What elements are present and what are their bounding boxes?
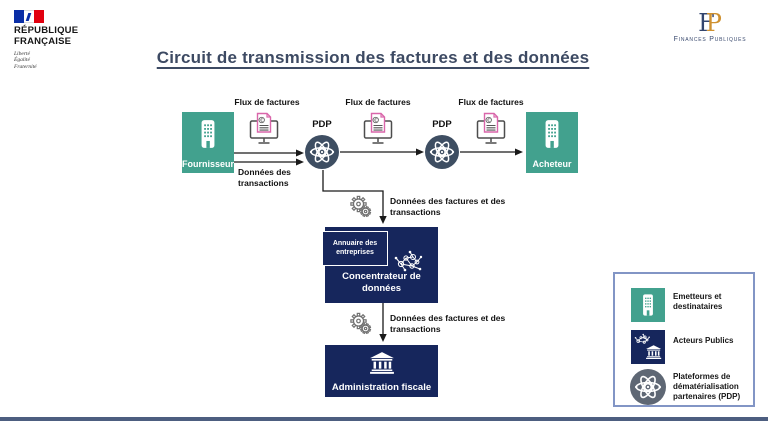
legend-acteurs-swatch (631, 330, 665, 364)
french-flag-icon (14, 10, 44, 23)
molecule-bank-icon (634, 333, 662, 359)
fp-monogram-icon: FP (664, 10, 756, 36)
invoice-monitor-icon: € (476, 112, 506, 146)
page-title: Circuit de transmission des factures et … (156, 48, 590, 67)
republique-francaise-logo: RÉPUBLIQUE FRANÇAISE Liberté Égalité Fra… (14, 10, 114, 70)
molecule-icon (394, 250, 423, 272)
donnees-factures-label-1: Données des factures et des transactions (390, 196, 506, 217)
building-icon (545, 120, 559, 148)
motto-egalite: Égalité (14, 57, 30, 64)
donnees-transactions-label: Données des transactions (238, 167, 291, 188)
invoice-monitor-icon: € (249, 112, 279, 146)
donnees-factures-label-2: Données des factures et des transactions (390, 313, 506, 334)
gears-icon (349, 195, 373, 219)
flux-factures-label-2: Flux de factures (345, 97, 411, 107)
invoice-monitor-icon: € (363, 112, 393, 146)
legend-pdp-label: Plateformes de dématérialisation partena… (673, 372, 741, 401)
legend-emetteurs-swatch (631, 288, 665, 322)
pdp-label-2: PDP (432, 119, 452, 130)
administration-label: Administration fiscale (331, 382, 432, 393)
flux-factures-label-1: Flux de factures (234, 97, 300, 107)
building-icon (643, 294, 653, 316)
fp-wordmark: Finances Publiques (673, 36, 747, 43)
legend-box: Emetteurs et destinataires (613, 272, 755, 407)
acheteur-label: Acheteur (532, 159, 572, 169)
building-icon (201, 120, 215, 148)
logo-motto: Liberté Égalité Fraternité (14, 51, 114, 70)
bank-icon (369, 352, 394, 374)
annuaire-entreprises-box: Annuaire des entreprises (322, 231, 388, 266)
fournisseur-box: Fournisseur (182, 112, 234, 173)
motto-liberte: Liberté (14, 51, 30, 57)
monogram-f: F (698, 9, 715, 37)
flux-factures-label-3: Flux de factures (458, 97, 524, 107)
monogram-p: P (705, 9, 722, 37)
bottom-accent-bar (0, 417, 768, 421)
administration-fiscale-box: Administration fiscale (325, 345, 438, 397)
concentrateur-box: Annuaire des entreprises Concentrateur d… (322, 227, 438, 303)
atom-icon (429, 141, 455, 163)
pdp-node-2 (425, 135, 459, 169)
motto-fraternite: Fraternité (14, 63, 37, 70)
acheteur-box: Acheteur (526, 112, 578, 173)
pdp-node-1 (305, 135, 339, 169)
logo-line-2: FRANÇAISE (14, 35, 72, 47)
legend-emetteurs-label: Emetteurs et destinataires (673, 292, 723, 311)
svg-text:€: € (374, 118, 377, 124)
legend-acteurs-label: Acteurs Publics (673, 336, 734, 345)
gears-icon (349, 312, 373, 336)
finances-publiques-logo: FP Finances Publiques (664, 10, 756, 43)
fournisseur-label: Fournisseur (181, 159, 235, 169)
svg-text:€: € (260, 118, 263, 124)
logo-line-1: RÉPUBLIQUE (14, 25, 79, 36)
atom-icon (634, 375, 662, 399)
atom-icon (309, 141, 335, 163)
pdp-label-1: PDP (312, 119, 332, 130)
svg-text:€: € (487, 118, 490, 124)
concentrateur-label: Concentrateur de données (342, 271, 421, 294)
legend-pdp-swatch (630, 369, 666, 405)
